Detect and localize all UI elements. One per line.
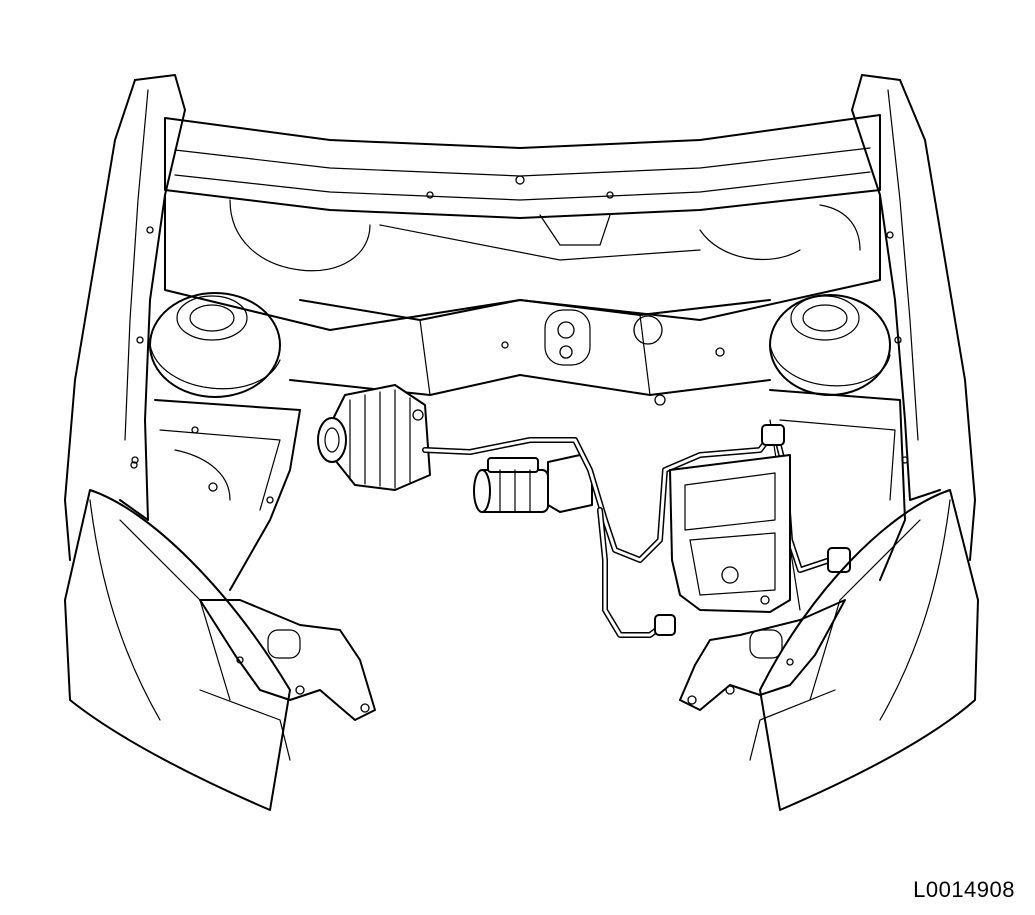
cowl-panel bbox=[164, 114, 881, 219]
firewall bbox=[164, 194, 881, 331]
starter-motor bbox=[473, 454, 593, 513]
battery-cable-harness bbox=[422, 424, 851, 638]
battery-tray bbox=[669, 454, 791, 613]
right-headlamp bbox=[749, 489, 979, 811]
figure-reference-code: L0014908 bbox=[913, 877, 1015, 902]
alternator bbox=[317, 384, 431, 491]
left-headlamp bbox=[64, 489, 291, 811]
right-front-bracket bbox=[679, 599, 846, 711]
subframe-crossmember bbox=[131, 299, 771, 464]
left-fender bbox=[64, 74, 186, 561]
left-front-bracket bbox=[199, 599, 376, 721]
right-strut-tower bbox=[769, 294, 891, 396]
left-side-rail bbox=[154, 399, 301, 591]
right-fender bbox=[851, 74, 976, 561]
left-strut-tower bbox=[149, 292, 281, 398]
